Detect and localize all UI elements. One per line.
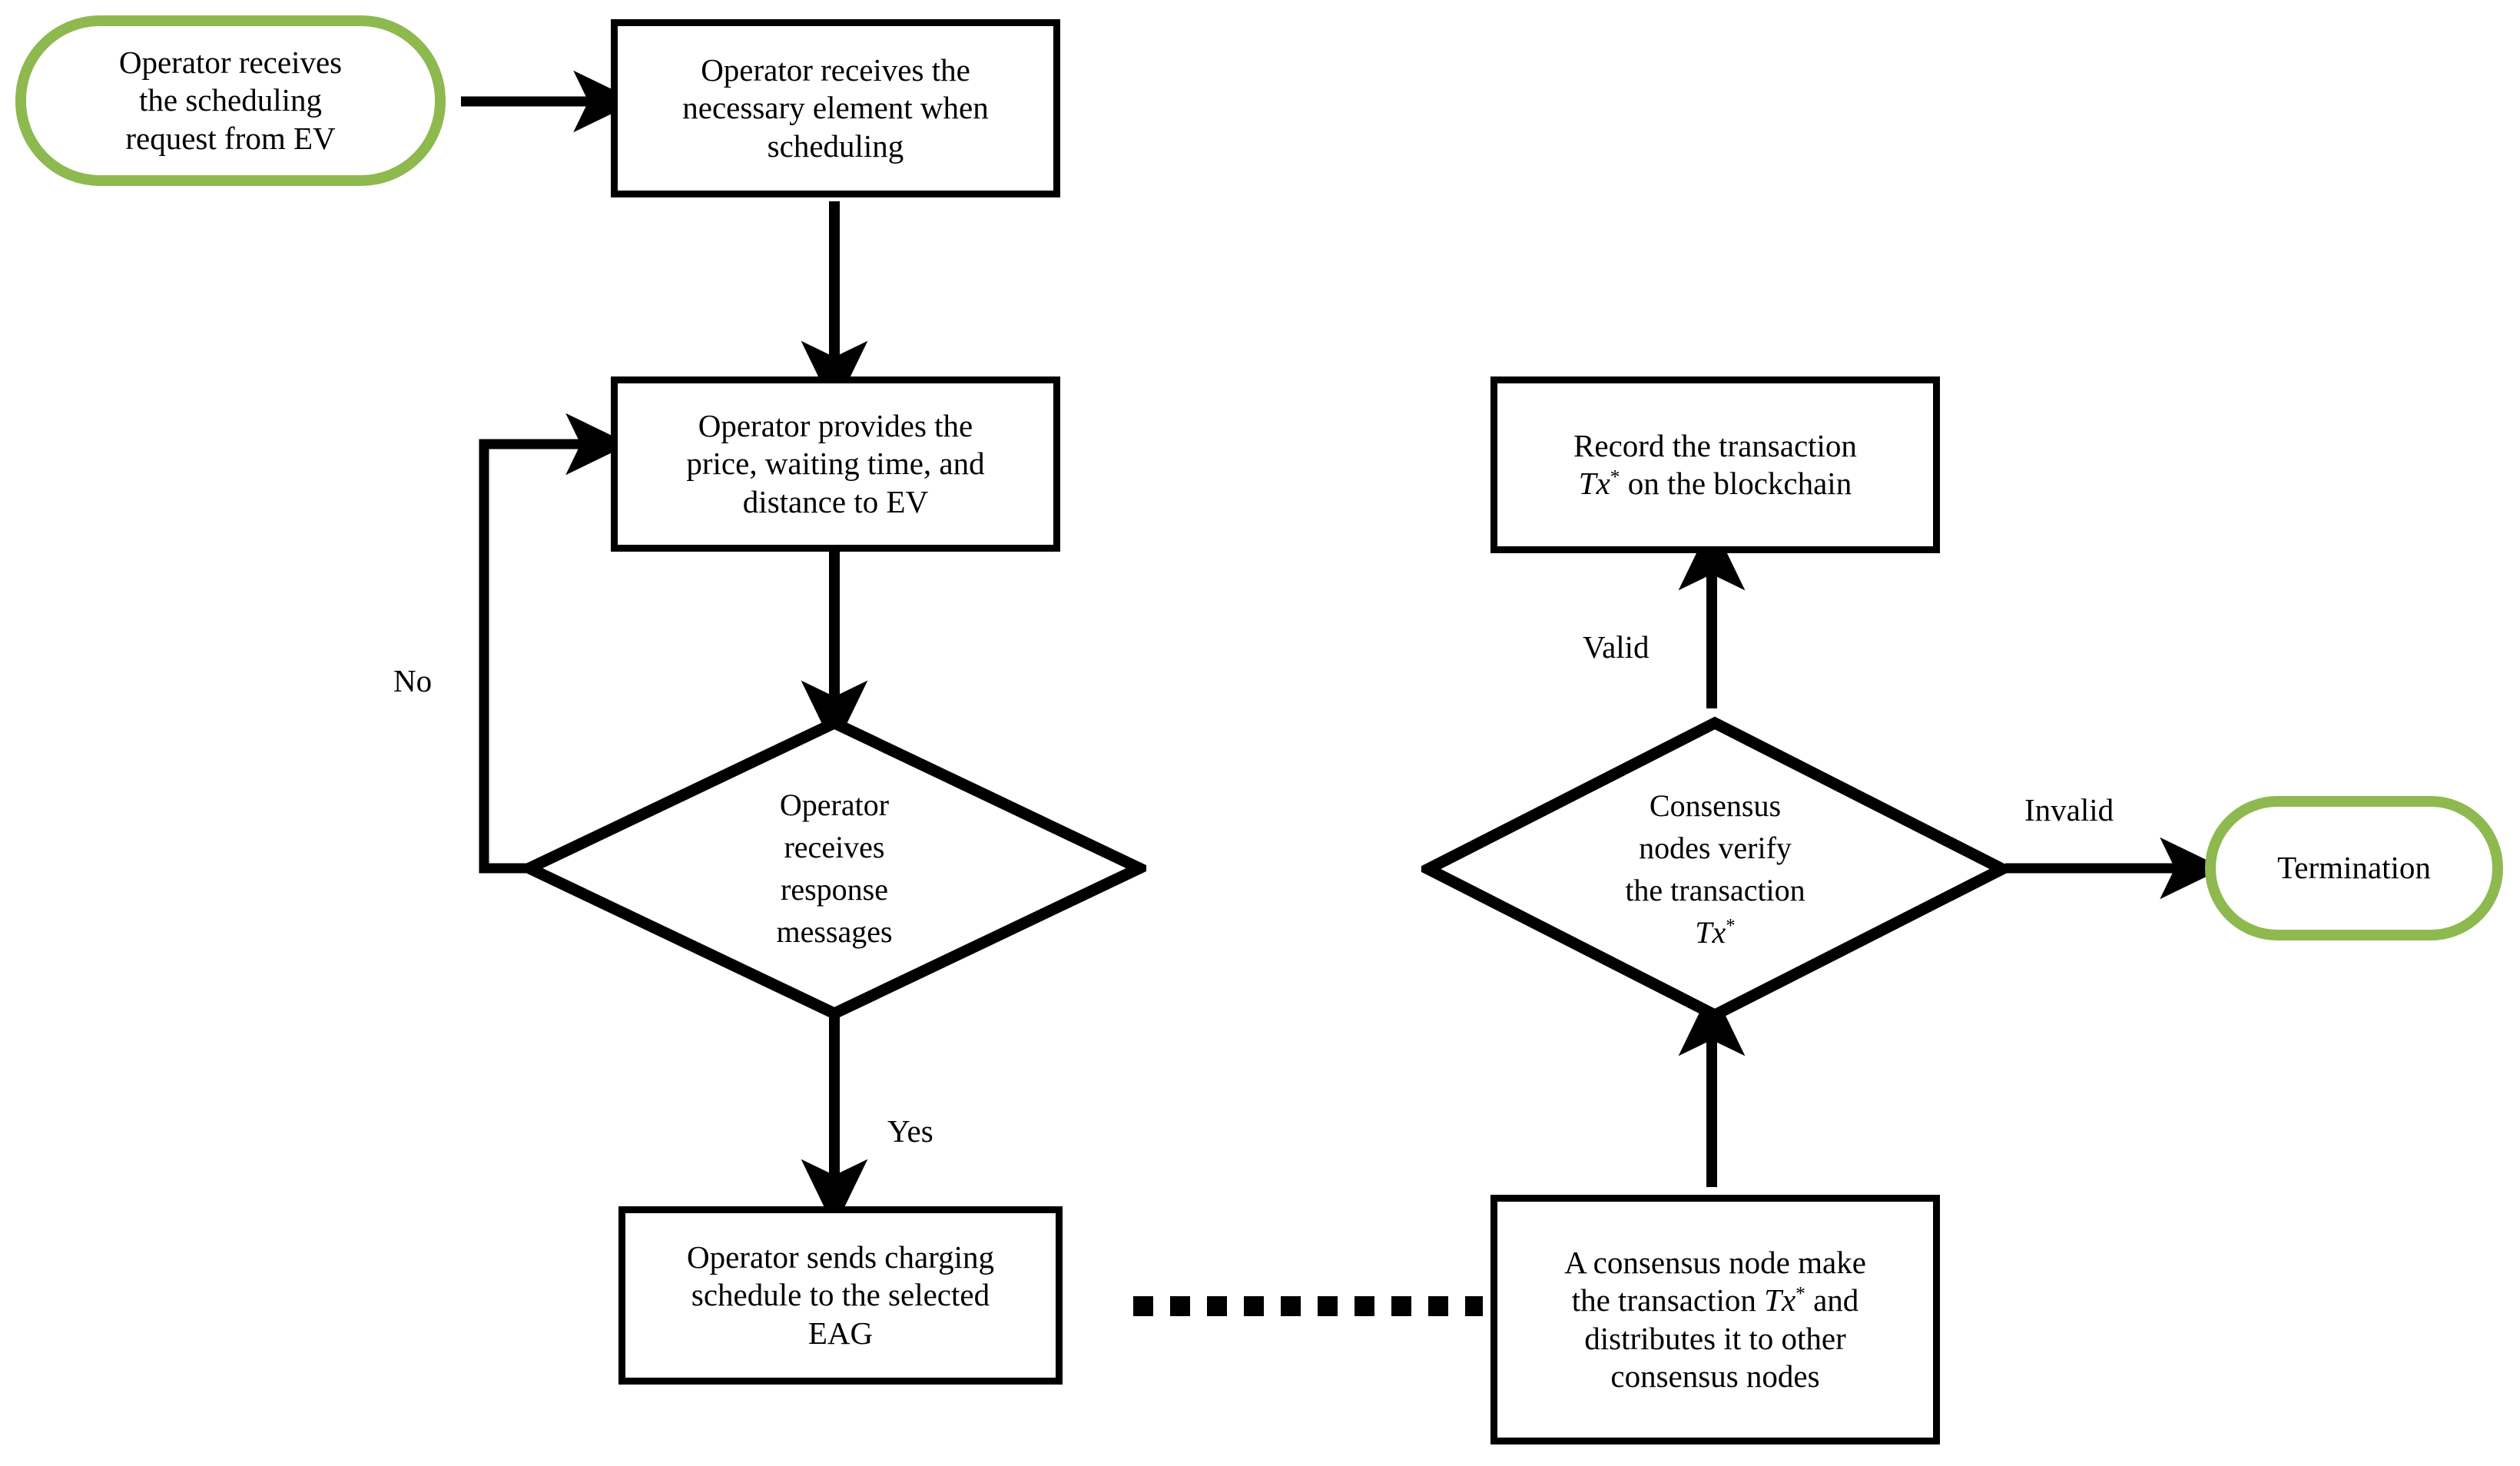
node-response-decision[interactable]: Operator receives response messages (522, 716, 1146, 1020)
make-tx-star: * (1796, 1282, 1805, 1305)
verify-line-2: nodes verify (1639, 830, 1792, 865)
node-send-schedule[interactable]: Operator sends charging schedule to the … (618, 1206, 1063, 1385)
node-termination[interactable]: Termination (2205, 796, 2503, 940)
record-line-1: Record the transaction (1573, 427, 1857, 463)
node-receive-element[interactable]: Operator receives the necessary element … (611, 19, 1060, 197)
node-start-label: Operator receives the scheduling request… (118, 45, 343, 156)
edge-label-valid: Valid (1583, 629, 1650, 665)
node-provide-price[interactable]: Operator provides the price, waiting tim… (611, 376, 1060, 552)
edge-label-invalid: Invalid (2024, 792, 2114, 828)
make-line-4: consensus nodes (1610, 1358, 1820, 1394)
edge-label-no: No (393, 663, 433, 698)
node-receive-element-label: Operator receives the necessary element … (682, 52, 989, 164)
node-termination-label: Termination (2277, 850, 2431, 886)
record-tx-star: * (1610, 466, 1620, 488)
make-line-2: the transaction Tx* and (1564, 1282, 1866, 1319)
node-send-schedule-label: Operator sends charging schedule to the … (686, 1239, 994, 1351)
decision-line-4: messages (776, 914, 893, 950)
node-provide-price-label: Operator provides the price, waiting tim… (686, 408, 985, 519)
response-decision-shape (522, 716, 1146, 1020)
node-response-decision-label: Operator receives response messages (522, 716, 1146, 1020)
verify-tx-symbol: Tx (1695, 915, 1726, 950)
decision-line-2: receives (784, 829, 885, 864)
make-line-2-post: and (1805, 1282, 1859, 1318)
verify-line-4: Tx* (1625, 911, 1805, 954)
make-tx-symbol: Tx (1764, 1282, 1796, 1318)
record-line-2: Tx* on the blockchain (1573, 465, 1857, 502)
node-make-transaction[interactable]: A consensus node make the transaction Tx… (1490, 1195, 1940, 1444)
verify-line-1: Consensus (1649, 788, 1782, 823)
make-line-2-pre: the transaction (1571, 1282, 1765, 1318)
verify-decision-shape (1421, 716, 2009, 1022)
make-line-3: distributes it to other (1584, 1320, 1846, 1356)
node-make-transaction-label: A consensus node make the transaction Tx… (1557, 1244, 1874, 1395)
verify-tx-star: * (1726, 915, 1736, 937)
node-record-transaction-label: Record the transaction Tx* on the blockc… (1566, 427, 1865, 502)
node-start[interactable]: Operator receives the scheduling request… (15, 15, 446, 186)
decision-line-3: response (781, 872, 888, 907)
record-tx-symbol: Tx (1578, 466, 1610, 501)
verify-line-3: the transaction (1625, 873, 1805, 907)
node-verify-decision[interactable]: Consensus nodes verify the transaction T… (1421, 716, 2009, 1022)
node-verify-decision-label: Consensus nodes verify the transaction T… (1421, 716, 2009, 1022)
decision-line-1: Operator (779, 787, 890, 822)
record-line-2-post: on the blockchain (1620, 466, 1852, 501)
make-line-1: A consensus node make (1564, 1245, 1866, 1281)
node-record-transaction[interactable]: Record the transaction Tx* on the blockc… (1490, 376, 1940, 553)
edge-label-yes: Yes (887, 1113, 933, 1149)
